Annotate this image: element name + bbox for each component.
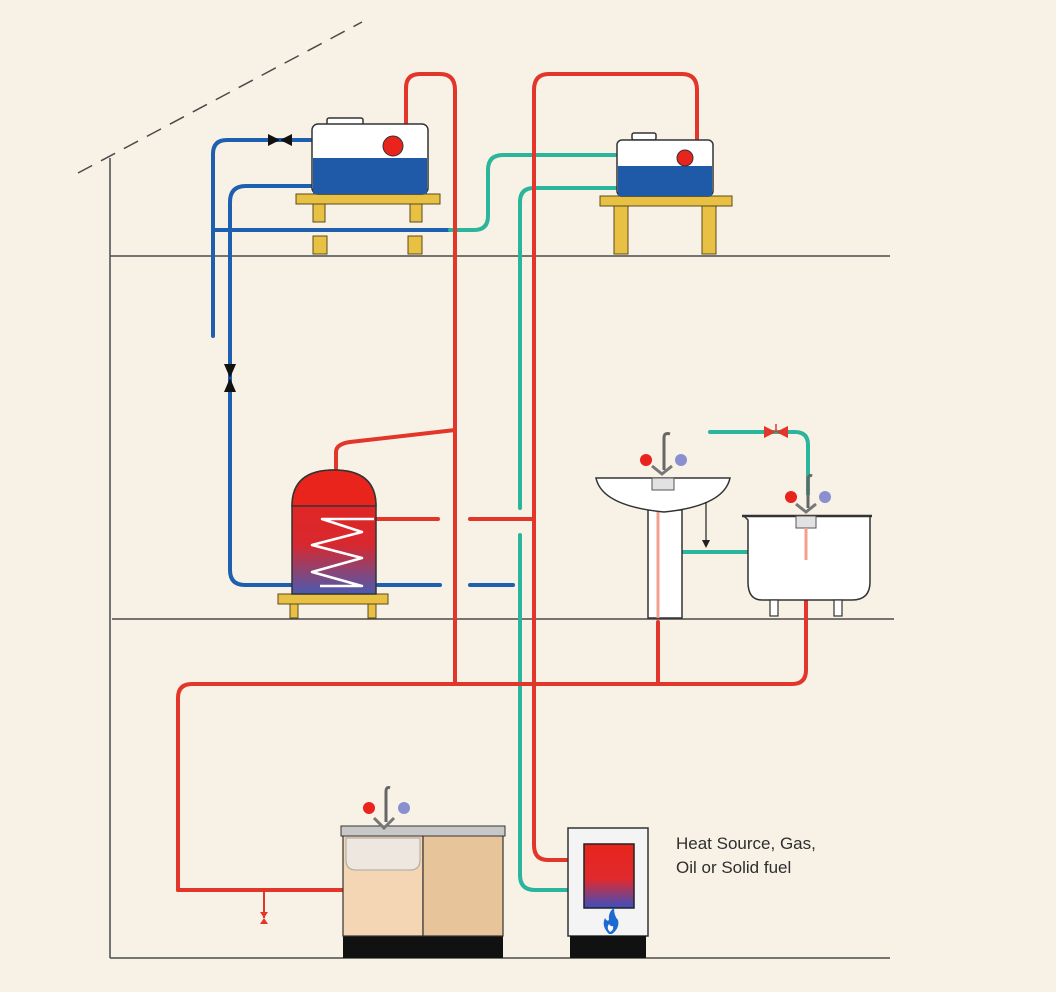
expansion-tank [599, 132, 733, 255]
cold-water-tank [295, 117, 441, 255]
basin [595, 477, 731, 619]
heat-source-label-line2: Oil or Solid fuel [676, 858, 792, 877]
valve-icon [224, 134, 788, 924]
hot-water-cylinder [277, 469, 389, 619]
heat-source-label-line1: Heat Source, Gas, [676, 834, 816, 853]
mixer-tap-icon [363, 432, 831, 831]
flame-icon [603, 908, 619, 934]
ballcock-float-icon [382, 135, 404, 157]
heat-source-label: Heat Source, Gas, Oil or Solid fuel [676, 832, 876, 880]
heating-coil-icon [310, 517, 374, 588]
expansion-float-icon [676, 149, 694, 167]
bathtub [742, 514, 872, 617]
kitchen-sink [340, 825, 506, 958]
building-outline [77, 21, 894, 959]
boiler [567, 827, 649, 958]
